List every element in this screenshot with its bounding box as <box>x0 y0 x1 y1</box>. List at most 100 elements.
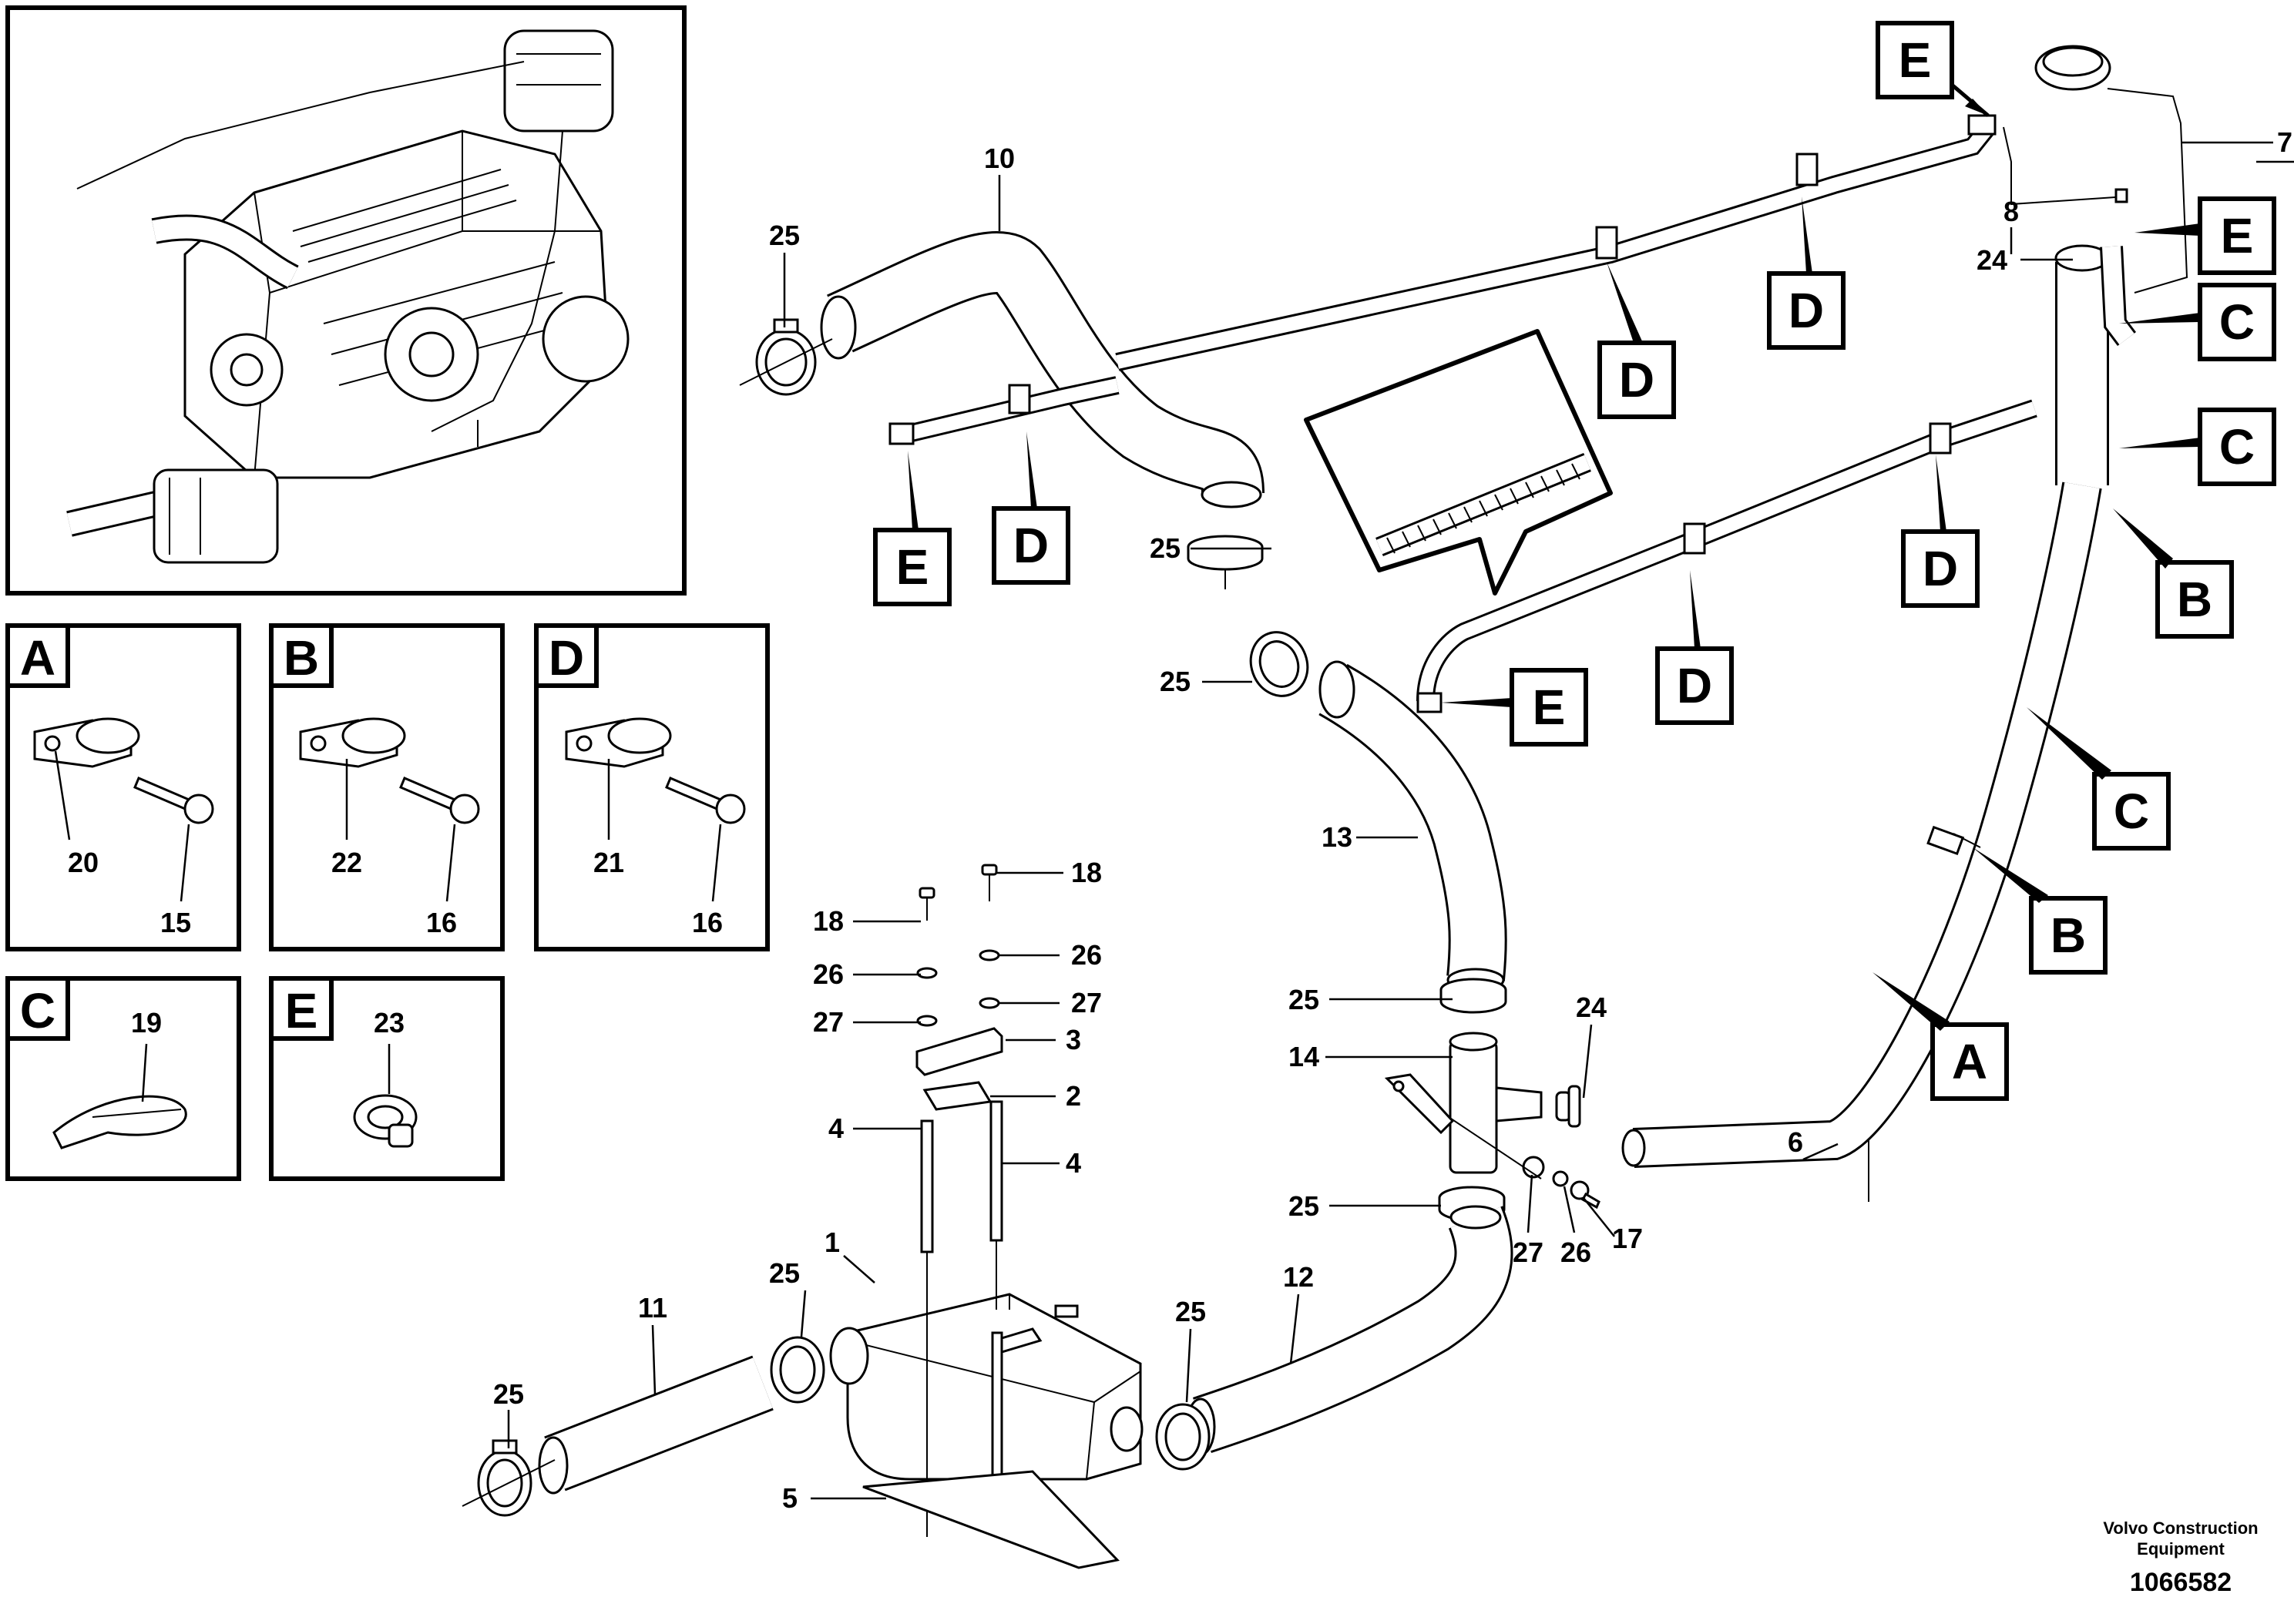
panel-e-letter: E <box>285 983 318 1038</box>
svg-text:E: E <box>1533 679 1566 735</box>
panel-b-letter: B <box>284 630 319 686</box>
marker-d: D <box>1767 196 1846 350</box>
reference-markers: E E C C B C <box>873 21 2276 1101</box>
marker-d: D <box>992 431 1070 585</box>
pipe-6 <box>1621 481 2102 1202</box>
callout-25: 25 <box>769 220 800 251</box>
callout-24: 24 <box>1977 244 2007 276</box>
tube-middle <box>1416 399 2037 713</box>
marker-e: E <box>2134 196 2276 275</box>
svg-text:D: D <box>1013 518 1049 573</box>
panel-a-letter: A <box>20 630 55 686</box>
callout-27: 27 <box>1071 987 1102 1018</box>
screw-17 <box>1570 1180 1600 1210</box>
clamp-25-h <box>477 1439 532 1517</box>
clamp-25-b <box>1187 535 1264 571</box>
cable-tie-icon <box>52 1095 187 1149</box>
part-number-16-d: 16 <box>692 907 723 938</box>
panel-d-letter: D <box>549 630 584 686</box>
marker-e: E <box>873 451 952 606</box>
part-number-15: 15 <box>160 907 191 938</box>
callout-5: 5 <box>782 1482 798 1514</box>
svg-text:E: E <box>896 539 929 595</box>
svg-text:D: D <box>1619 352 1654 408</box>
engine-block-illustration <box>66 29 630 564</box>
detail-panel-e: E 23 <box>269 976 505 1181</box>
callout-26: 26 <box>813 958 844 990</box>
svg-text:E: E <box>1899 32 1932 88</box>
marker-a: A <box>1872 972 2009 1101</box>
callout-18: 18 <box>813 905 844 937</box>
marker-b: B <box>2113 508 2234 639</box>
callout-12: 12 <box>1283 1261 1314 1293</box>
svg-text:A: A <box>1952 1034 1987 1089</box>
callout-4: 4 <box>1066 1147 1081 1179</box>
hose-12 <box>1185 1205 1513 1456</box>
plug-24 <box>1555 1085 1581 1128</box>
part-number-23: 23 <box>374 1007 405 1038</box>
part-number-20: 20 <box>68 847 99 878</box>
svg-text:B: B <box>2050 908 2086 963</box>
callout-26: 26 <box>1071 939 1102 971</box>
svg-text:E: E <box>2221 208 2254 263</box>
callout-4: 4 <box>828 1112 844 1144</box>
filler-pipe-24 <box>2054 244 2136 485</box>
bolt-icon <box>665 777 746 824</box>
callout-6: 6 <box>1788 1126 1803 1158</box>
callout-25: 25 <box>1150 532 1181 564</box>
callout-25: 25 <box>493 1378 524 1410</box>
marker-c: C <box>2119 408 2276 486</box>
part-number-21: 21 <box>593 847 624 878</box>
marker-e: E <box>1441 668 1588 747</box>
clamp-icon <box>565 717 672 768</box>
filler-cap-7 <box>2034 45 2188 294</box>
tee-fitting-14 <box>1384 1032 1543 1174</box>
hose-11 <box>538 1355 774 1495</box>
clamp-25-f <box>1155 1403 1211 1471</box>
detail-panel-c: C 19 <box>5 976 241 1181</box>
callout-10: 10 <box>984 143 1015 174</box>
callout-1: 1 <box>825 1226 840 1258</box>
part-number-19: 19 <box>131 1007 162 1038</box>
spiral-wrap-icon <box>1375 452 1591 557</box>
svg-text:C: C <box>2219 419 2255 475</box>
mounting-hardware <box>862 864 1120 1569</box>
publisher-credit-line1: Volvo Construction <box>2103 1518 2258 1538</box>
callout-25: 25 <box>1175 1296 1206 1327</box>
part-number-16-b: 16 <box>426 907 457 938</box>
marker-b: B <box>1973 847 2108 975</box>
callout-25: 25 <box>1288 1190 1319 1222</box>
callout-3: 3 <box>1066 1024 1081 1055</box>
panel-c-letter: C <box>20 983 55 1038</box>
svg-text:B: B <box>2177 572 2212 627</box>
clamp-icon <box>299 717 406 768</box>
svg-text:C: C <box>2114 783 2149 839</box>
callout-14: 14 <box>1288 1041 1319 1072</box>
engine-overview-inset <box>5 5 687 596</box>
callout-25: 25 <box>769 1257 800 1289</box>
clamp-25-a <box>755 318 817 396</box>
svg-text:D: D <box>1677 658 1712 713</box>
clamp-25-d <box>1439 978 1507 1014</box>
drawing-footer: Volvo Construction Equipment 1066582 <box>2103 1518 2258 1597</box>
bolt-icon <box>399 777 480 824</box>
publisher-credit-line2: Equipment <box>2137 1539 2225 1559</box>
clamp-25-g <box>770 1336 825 1404</box>
tube-upper <box>1115 114 1997 371</box>
drawing-number: 1066582 <box>2130 1568 2232 1597</box>
heater-hose-assembly <box>462 45 2188 1569</box>
detail-panel-a: A 20 15 <box>5 623 241 951</box>
clamp-icon <box>33 717 140 768</box>
callout-2: 2 <box>1066 1080 1081 1112</box>
detail-panel-b: B 22 16 <box>269 623 505 951</box>
clamp-25-c <box>1249 631 1309 697</box>
marker-e: E <box>1876 21 1990 117</box>
callout-11: 11 <box>638 1292 667 1324</box>
marker-c: C <box>2119 283 2276 361</box>
callout-24: 24 <box>1576 992 1607 1023</box>
heater-unit-1 <box>829 1293 1144 1481</box>
callout-8: 8 <box>2003 196 2019 227</box>
callout-17: 17 <box>1612 1223 1643 1254</box>
marker-d: D <box>1597 262 1676 419</box>
